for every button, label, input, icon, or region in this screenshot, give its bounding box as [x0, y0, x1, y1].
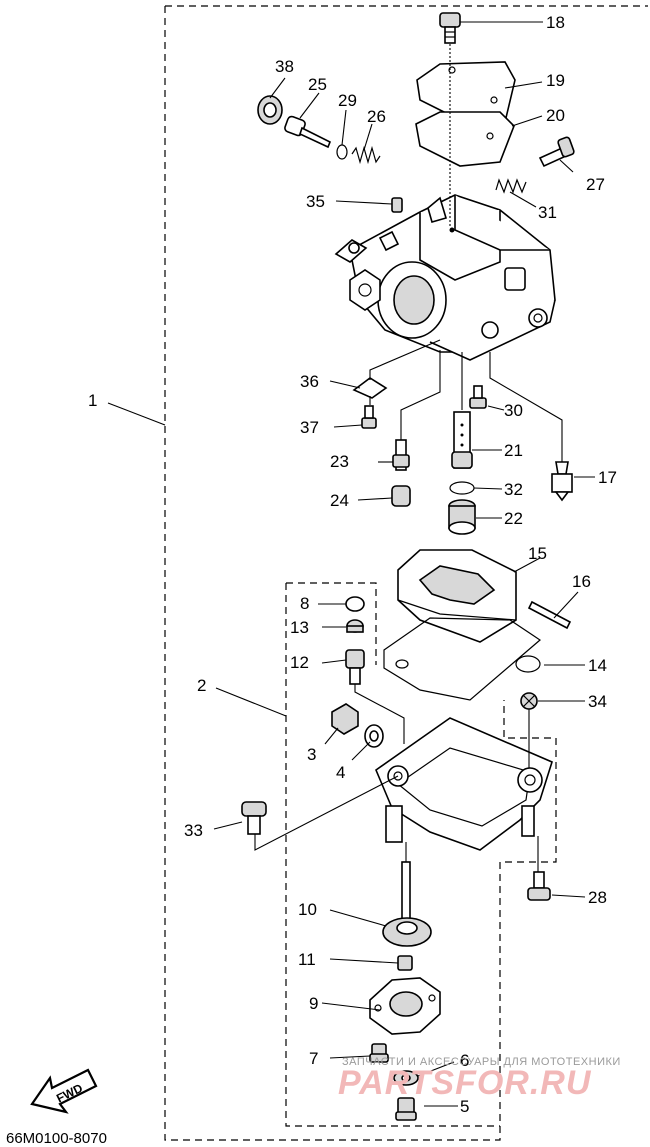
- screw-35: [391, 197, 403, 213]
- callout-21: 21: [504, 441, 523, 460]
- spring-11: [397, 955, 413, 971]
- filter-34: [520, 692, 538, 710]
- callout-12: 12: [290, 653, 309, 672]
- callout-22: 22: [504, 509, 523, 528]
- plug-24: [391, 485, 411, 507]
- callout-16: 16: [572, 572, 591, 591]
- callout-1: 1: [88, 391, 97, 410]
- spring-26: [351, 145, 381, 165]
- cap-38: [257, 95, 283, 125]
- callout-38: 38: [275, 57, 294, 76]
- leader-lines: [107, 21, 595, 1107]
- axis-line-33: [254, 775, 399, 851]
- axis-line-17: [489, 352, 563, 462]
- jet-12: [345, 649, 365, 685]
- gasket-14: [383, 617, 541, 701]
- callout-8: 8: [300, 594, 309, 613]
- callout-37: 37: [300, 418, 319, 437]
- diagram-code: 66M0100-8070: [6, 1130, 107, 1147]
- callout-18: 18: [546, 13, 565, 32]
- screw-7: [369, 1043, 389, 1063]
- watermark-tagline: ЗАПЧАСТИ И АКСЕССУАРЫ ДЛЯ МОТОТЕХНИКИ: [342, 1056, 621, 1068]
- callout-35: 35: [306, 192, 325, 211]
- float-pin-16: [527, 600, 572, 630]
- axis-line-36: [369, 339, 441, 405]
- screw-37: [361, 405, 377, 429]
- callout-19: 19: [546, 71, 565, 90]
- plug-5: [395, 1097, 417, 1121]
- cap-8: [345, 596, 365, 612]
- callout-15: 15: [528, 544, 547, 563]
- callout-25: 25: [308, 75, 327, 94]
- gasket-20: [415, 111, 515, 167]
- axis-line-23: [400, 350, 441, 440]
- plate-36: [352, 377, 388, 399]
- callout-36: 36: [300, 372, 319, 391]
- callout-10: 10: [298, 900, 317, 919]
- callout-4: 4: [336, 763, 345, 782]
- cover-9: [369, 977, 441, 1035]
- assembly-2-boundary: [285, 582, 500, 1127]
- callout-11: 11: [298, 950, 316, 969]
- callout-26: 26: [367, 107, 386, 126]
- washer-4: [364, 724, 384, 748]
- callout-29: 29: [338, 91, 357, 110]
- callout-3: 3: [307, 745, 316, 764]
- callout-32: 32: [504, 480, 523, 499]
- cap-22: [448, 499, 476, 535]
- screw-18: [439, 12, 461, 44]
- callout-14: 14: [588, 656, 607, 675]
- axis-line-12: [354, 684, 405, 744]
- cover-19: [416, 61, 516, 126]
- callout-34: 34: [588, 692, 607, 711]
- seal-13: [346, 619, 364, 633]
- o-ring-32: [449, 481, 475, 495]
- fwd-arrow-icon: FWD: [30, 1068, 98, 1114]
- callout-33: 33: [184, 821, 203, 840]
- screw-33: [241, 801, 267, 835]
- nozzle-21: [451, 411, 473, 469]
- screw-30: [469, 385, 487, 409]
- callout-27: 27: [586, 175, 605, 194]
- float-bowl: [375, 717, 553, 851]
- assembly-1-boundary: [164, 5, 648, 1141]
- watermark-logo: PARTSFOR.RU: [338, 1064, 592, 1102]
- screw-27: [538, 136, 575, 168]
- callout-13: 13: [290, 618, 309, 637]
- callout-20: 20: [546, 106, 565, 125]
- callout-30: 30: [504, 401, 523, 420]
- o-ring-29: [336, 144, 348, 160]
- callout-6: 6: [460, 1051, 469, 1070]
- callout-31: 31: [538, 203, 557, 222]
- spring-31: [495, 178, 527, 194]
- callout-labels: 1 2 3 4 5 6 7 8 9 10 11 12 13 14 15 16 1…: [88, 13, 617, 1116]
- main-jet-23: [392, 439, 410, 471]
- callout-7: 7: [309, 1049, 318, 1068]
- callout-17: 17: [598, 468, 617, 487]
- callout-28: 28: [588, 888, 607, 907]
- carburetor-body: [334, 194, 556, 361]
- callout-24: 24: [330, 491, 349, 510]
- diaphragm-10: [382, 861, 432, 947]
- pilot-screw-25: [284, 115, 332, 149]
- plug-3: [331, 703, 359, 735]
- callout-9: 9: [309, 994, 318, 1013]
- washer-6: [393, 1070, 419, 1086]
- watermark: ЗАПЧАСТИ И АКСЕССУАРЫ ДЛЯ МОТОТЕХНИКИ PA…: [338, 1056, 621, 1102]
- needle-valve-17: [551, 461, 573, 502]
- callout-23: 23: [330, 452, 349, 471]
- callout-2: 2: [197, 676, 206, 695]
- callout-5: 5: [460, 1097, 469, 1116]
- screw-28: [527, 871, 551, 901]
